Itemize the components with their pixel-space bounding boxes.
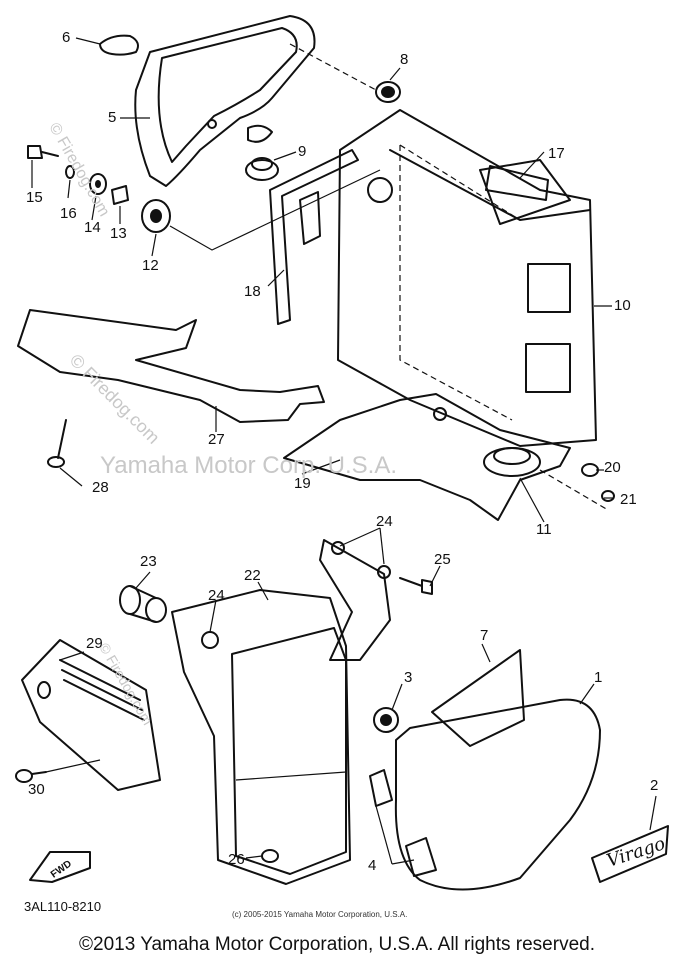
part-18-bracket: [269, 149, 359, 325]
callout-17: 17: [548, 145, 565, 162]
part-20-screw: [581, 463, 599, 477]
diagram-drawing: [15, 15, 669, 891]
callout-13: 13: [110, 225, 127, 242]
part-27-bracket: [17, 309, 325, 423]
callout-26: 26: [228, 851, 245, 868]
part-25-bolt: [399, 577, 433, 595]
part-14-washer: [89, 173, 107, 195]
callout-7: 7: [480, 627, 489, 644]
part-24-bracket: [319, 539, 391, 661]
part-29-cover: [21, 639, 161, 791]
part-16-washer: [65, 165, 75, 179]
callout-28: 28: [92, 479, 109, 496]
callout-8: 8: [400, 51, 409, 68]
callout-12: 12: [142, 257, 159, 274]
drawing-number: 3AL110-8210: [24, 899, 102, 914]
part-19-bracket: [283, 393, 571, 521]
part-3-grommet: [373, 707, 399, 733]
callout-2: 2: [650, 777, 659, 794]
fwd-arrow-icon: [29, 851, 91, 883]
callout-21: 21: [620, 491, 637, 508]
callout-24-left: 24: [208, 587, 225, 604]
part-30-screw: [15, 769, 47, 783]
copyright-footer: ©2013 Yamaha Motor Corporation, U.S.A. A…: [79, 934, 595, 955]
part-15-bolt: [27, 145, 59, 159]
part-2-emblem: [591, 825, 669, 883]
part-7-panel: [431, 649, 525, 747]
leader-lines: [31, 67, 657, 865]
callout-4: 4: [368, 857, 377, 874]
part-6-clip: [99, 34, 139, 56]
part-24-grommet: [201, 631, 219, 649]
callout-5: 5: [108, 109, 117, 126]
callout-24-right: 24: [376, 513, 393, 530]
callout-29: 29: [86, 635, 103, 652]
part-10-battery-box: [337, 109, 597, 447]
callout-11: 11: [536, 521, 552, 538]
watermark-center: Yamaha Motor Corp. U.S.A.: [100, 452, 397, 479]
callout-20: 20: [604, 459, 621, 476]
part-1-side-cover: [394, 698, 601, 891]
callout-16: 16: [60, 205, 77, 222]
part-28-bolt: [47, 419, 67, 468]
callout-25: 25: [434, 551, 451, 568]
part-12-grommet: [141, 199, 171, 233]
part-9-grommet: [245, 157, 279, 181]
parts-diagram: [15, 15, 669, 891]
part-22-tool-box: [171, 589, 351, 885]
part-17-strap: [485, 165, 549, 201]
part-5-cover: [134, 15, 316, 187]
callout-27: 27: [208, 431, 225, 448]
part-13-collar: [111, 185, 129, 205]
part-11-grommet: [483, 447, 541, 477]
part-21-nut: [601, 490, 615, 502]
callout-22: 22: [244, 567, 261, 584]
callout-19: 19: [294, 475, 311, 492]
callout-1: 1: [594, 669, 603, 686]
part-26-grommet: [261, 849, 279, 863]
callout-30: 30: [28, 781, 45, 798]
callout-6: 6: [62, 29, 71, 46]
part-8-grommet: [375, 81, 401, 103]
callout-10: 10: [614, 297, 631, 314]
callout-23: 23: [140, 553, 157, 570]
callout-18: 18: [244, 283, 261, 300]
callout-9: 9: [298, 143, 307, 160]
callout-3: 3: [404, 669, 413, 686]
part-23-collar: [119, 585, 167, 623]
callout-14: 14: [84, 219, 101, 236]
part-4-damper: [369, 769, 437, 877]
callout-15: 15: [26, 189, 43, 206]
small-copyright: (c) 2005-2015 Yamaha Motor Corporation, …: [232, 910, 408, 919]
